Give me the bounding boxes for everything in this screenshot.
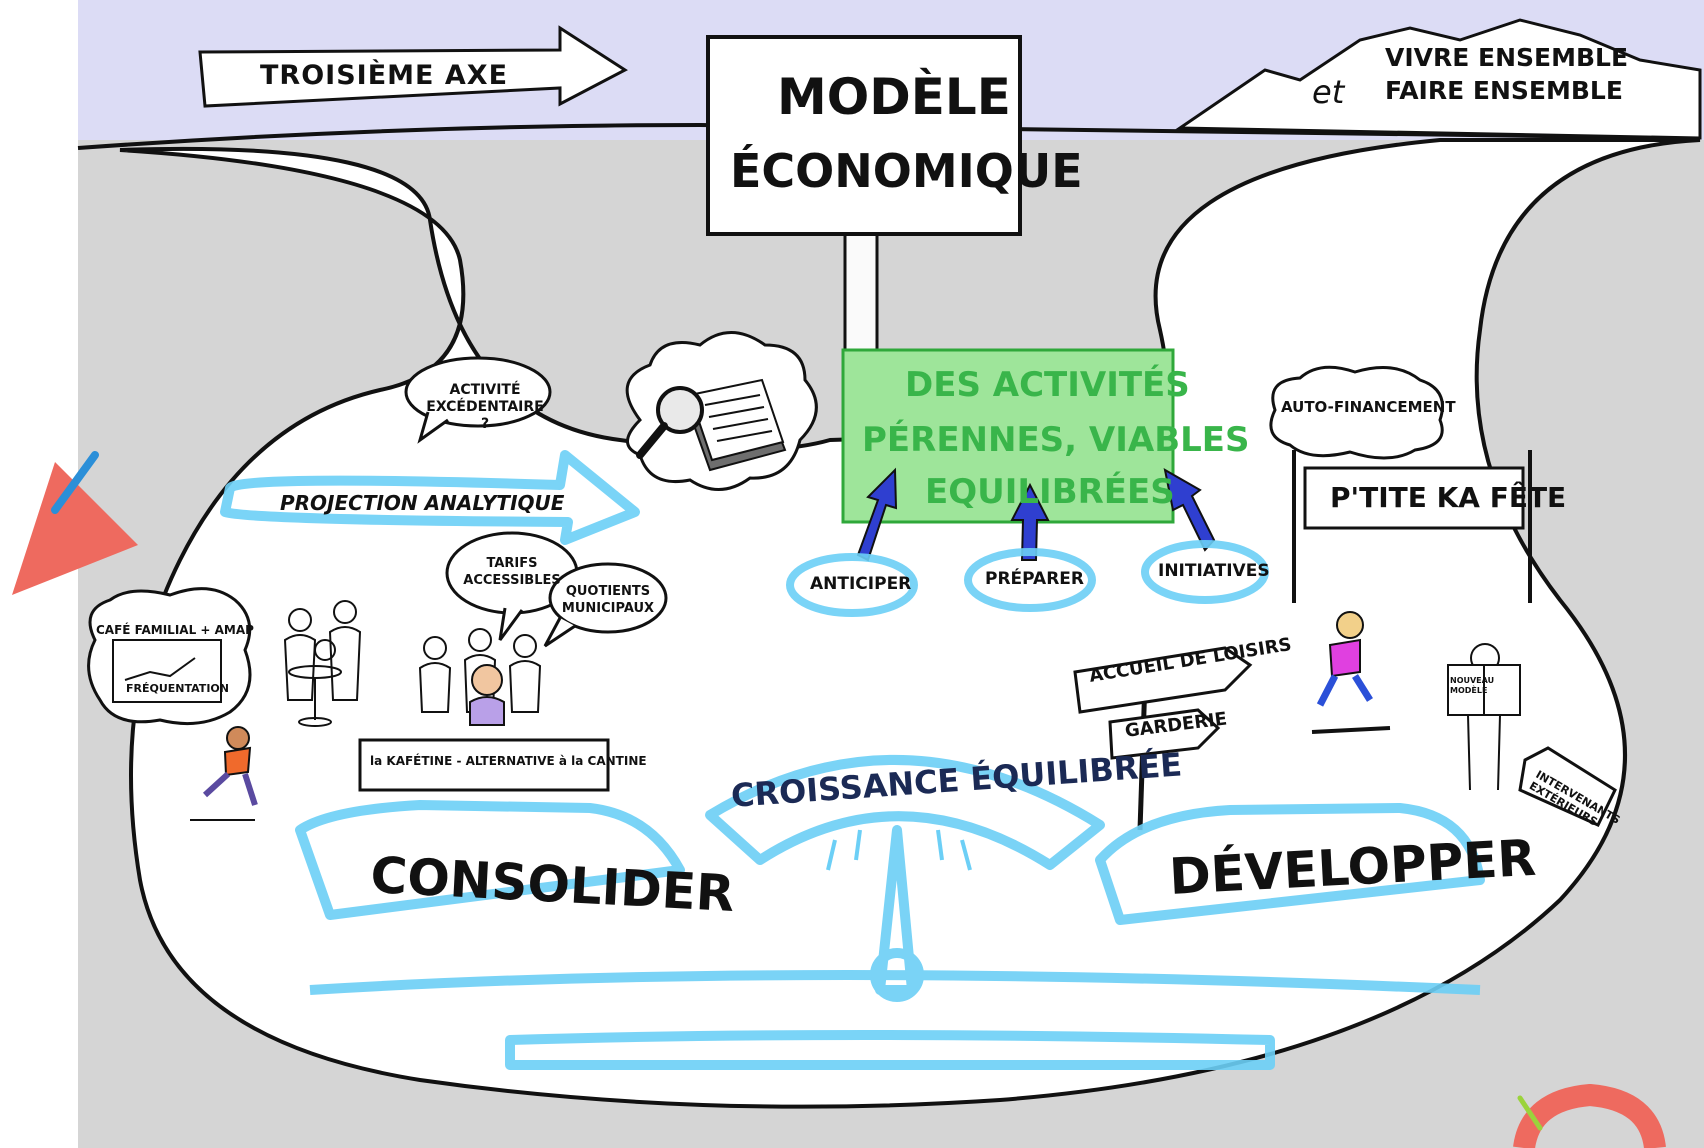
- sign-accueil-board: [1073, 646, 1253, 714]
- scale-right-pan: [1095, 803, 1485, 925]
- up-arrow-anticiper: [856, 467, 898, 562]
- main-sign-board: [706, 35, 1022, 236]
- auto-financement-text: AUTO-FINANCEMENT: [1281, 398, 1456, 416]
- decor-green-stroke: [1517, 1095, 1543, 1131]
- magnifier-icon: [636, 386, 704, 459]
- cafe-chart-frame: [112, 639, 222, 703]
- runner-right-icon: [1311, 611, 1391, 734]
- people-silhouettes-table: [418, 628, 542, 713]
- bubble-quotients: [543, 562, 668, 648]
- runner-icon: [190, 726, 258, 821]
- action-initiatives: INITIATIVES: [1158, 561, 1270, 581]
- decor-red-ring: [1513, 1083, 1666, 1148]
- cafe-title: CAFÉ FAMILIAL + AMAP: [96, 623, 254, 637]
- axis-arrow: [198, 25, 628, 108]
- scale-ticks: [826, 829, 972, 871]
- scale-pointer: [875, 825, 917, 995]
- book-text: NOUVEAU MODÈLE: [1450, 676, 1495, 695]
- scale-left-pan: [295, 800, 685, 920]
- balance-scale: [295, 754, 1485, 1070]
- action-anticiper: ANTICIPER: [810, 574, 912, 594]
- activities-board: [841, 348, 1175, 524]
- document-icon: [683, 378, 787, 472]
- cafe-chart-line: [124, 657, 196, 681]
- main-sign-line2: ÉCONOMIQUE: [730, 144, 1083, 198]
- kafetine-table: [358, 738, 610, 792]
- scale-base: [505, 1030, 1275, 1070]
- mountain-line1: VIVRE ENSEMBLE: [1385, 43, 1629, 72]
- board-line2: PÉRENNES, VIABLES: [862, 420, 1250, 460]
- mountain-line2: FAIRE ENSEMBLE: [1385, 76, 1623, 105]
- tag-intervenants: [1518, 746, 1617, 827]
- scale-beam: [309, 970, 1481, 995]
- board-line1: des ACTIVITÉS: [905, 365, 1190, 405]
- auto-financement-cloud: [1269, 365, 1444, 460]
- sign-garderie-board: [1108, 708, 1221, 760]
- ellipse-anticiper: [786, 553, 918, 617]
- kafetine-banner: la KAFÉTINE - ALTERNATIVE à la CANTINE: [370, 754, 647, 768]
- action-preparer: PRÉPARER: [985, 569, 1085, 589]
- scale-pivot: [870, 948, 924, 1002]
- horizon-line: [77, 122, 1701, 150]
- ptite-kafete-banner: [1292, 450, 1532, 603]
- reading-person-icon: [1447, 643, 1521, 791]
- up-arrow-initiatives: [1163, 468, 1216, 552]
- direction-signpost: [1073, 646, 1253, 831]
- scale-arc: [705, 754, 1105, 870]
- axis-arrow-label: TROISIÈME AXE: [260, 60, 509, 91]
- sign-post: [843, 230, 879, 364]
- decor-blue-stroke: [51, 451, 99, 514]
- board-line3: EQUILIBRÉES: [925, 472, 1175, 512]
- bubble-tarifs-text: TARIFS ACCESSIBLES: [463, 556, 561, 588]
- ptite-kafete-text: P'TITE KA FÊTE: [1330, 481, 1567, 514]
- mountain-et: et: [1312, 73, 1345, 111]
- cafe-chart-label: FRÉQUENTATION: [126, 682, 229, 695]
- ellipse-preparer: [964, 548, 1096, 612]
- bubble-excedent: [404, 356, 552, 444]
- projection-label: PROJECTION ANALYTIQUE: [280, 491, 565, 515]
- decor-red-triangle: [12, 462, 138, 595]
- projection-arrow: [220, 450, 640, 545]
- bubble-excedent-text: Activité EXCÉDENTAIRE ?: [426, 382, 544, 432]
- up-arrows: [856, 467, 1216, 562]
- mountain: [1175, 18, 1702, 140]
- people-silhouettes-left: [283, 600, 362, 727]
- ellipse-initiatives: [1141, 540, 1269, 604]
- main-sign-line1: MODÈLE: [777, 68, 1011, 126]
- bubble-quotients-text: QUOTIENTS MUNICIPAUX: [561, 584, 655, 616]
- child-eating-icon: [469, 664, 505, 726]
